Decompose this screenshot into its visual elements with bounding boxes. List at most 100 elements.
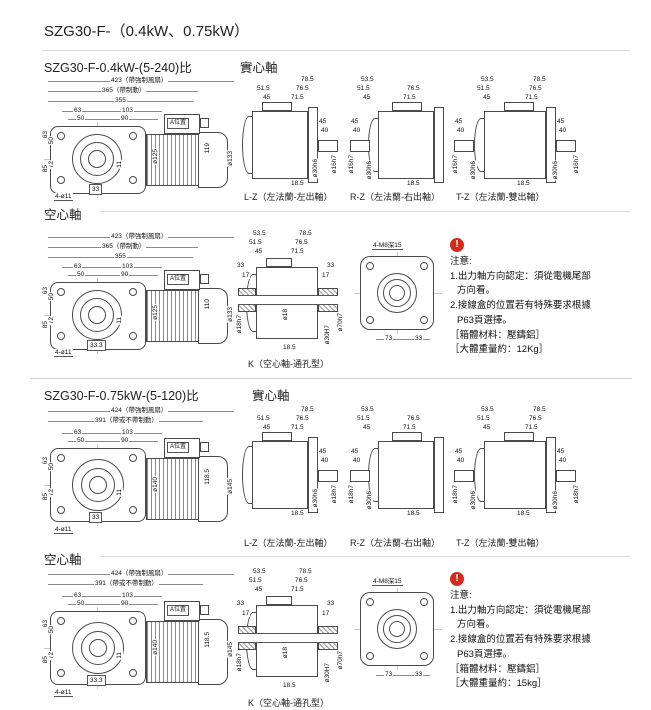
bolt-hole	[129, 288, 137, 296]
note-weight: ［大體重量約：15kg］	[450, 678, 547, 690]
dim-shaft-45-left: 45	[454, 118, 464, 126]
flange-plate	[434, 437, 444, 513]
dim-11: 11	[116, 651, 124, 660]
bolt-hole	[57, 176, 65, 184]
dim-mount-holes: 4-ø11	[54, 689, 73, 698]
output-shaft	[318, 470, 338, 482]
dim-v85: 85	[42, 320, 50, 330]
caption-tz-075: T-Z（左法蘭-雙出軸）	[456, 538, 545, 548]
dim-hub-33-left: 33	[236, 262, 246, 270]
dim-v50: 50	[48, 462, 56, 472]
cable-gland	[200, 118, 209, 128]
dim-18-5: 18.5	[516, 510, 531, 518]
rz-view-04: 53.5 51.5 45 76.5 71.5 45 40 ø16h7 ø30h6…	[348, 76, 448, 191]
dim-45: 45	[362, 94, 372, 102]
warning-icon: !	[450, 572, 464, 586]
tz-view-075: 53.5 51.5 45 78.5 76.5 71.5 45 40 45 40 …	[452, 406, 581, 521]
note-line1: 1.出力軸方向認定：須從電機尾部	[450, 270, 591, 282]
dim-78-5: 78.5	[298, 230, 313, 238]
dim-line	[62, 111, 162, 112]
dim-pilot-right: ø30h6	[552, 160, 560, 181]
dim-keyway: 33	[89, 184, 103, 196]
output-shaft-left	[454, 140, 474, 152]
bore-circle	[389, 285, 405, 301]
dim-overall-with-fan: 423（帶強制風扇）	[110, 77, 169, 85]
dim-keyway: 33.3	[87, 340, 106, 352]
output-shaft	[350, 140, 370, 152]
dim-53-5: 53.5	[360, 76, 375, 84]
terminal-box-top	[392, 102, 422, 111]
shaft-bore-circle	[88, 150, 106, 168]
section3-shaft-type: 實心軸	[252, 389, 290, 403]
dim-shaft-45: 45	[318, 448, 328, 456]
body	[484, 441, 546, 509]
dim-pilot-right: ø30h6	[552, 490, 560, 511]
bolt-hole	[129, 669, 137, 677]
note-block-04: ! 注意: 1.出力軸方向認定：須從電機尾部 方向看。 2.接線盒的位置若有特殊…	[450, 238, 635, 358]
bolt-hole	[129, 176, 137, 184]
note-line4: P63頁選擇。	[457, 314, 512, 326]
cable-gland	[200, 605, 209, 615]
dim-18-5: 18.5	[290, 510, 305, 518]
caption-rz-04: R-Z（左法蘭-右出軸）	[350, 192, 440, 202]
dim-hub-17-right: 17	[321, 610, 331, 618]
shaft-bore-circle	[89, 476, 107, 494]
dim-71-5: 71.5	[290, 586, 305, 594]
dim-line	[68, 604, 158, 605]
section2-label: 空心軸	[44, 208, 82, 222]
dim-shaft-diameter-right: ø18h7	[573, 484, 581, 505]
note-block-075: ! 注意: 1.出力軸方向認定：須從電機尾部 方向看。 2.接線盒的位置若有特殊…	[450, 572, 635, 692]
note-line4: P63頁選擇。	[457, 648, 512, 660]
dim-pilot-diameter: ø30h6	[312, 488, 320, 509]
dim-shaft-diameter-left: ø18h7	[452, 484, 460, 505]
fan-cover	[198, 456, 228, 522]
bolt-hole	[420, 652, 428, 660]
dim-45: 45	[262, 94, 272, 102]
dim-motor-diameter: ø125	[152, 304, 160, 321]
dim-shaft-40-right: 40	[558, 127, 568, 135]
dim-76-5: 76.5	[528, 415, 543, 423]
dim-50: 50	[76, 115, 86, 123]
terminal-box-label: A位置	[167, 274, 190, 285]
dim-mount-holes: 4-ø11	[54, 349, 73, 358]
dim-overall-with-fan: 424（帶強制風扇）	[110, 407, 169, 415]
bolt-hole	[57, 506, 65, 514]
dim-11: 11	[116, 316, 124, 325]
dim-hub-33-right: 33	[326, 262, 336, 270]
dim-shaft-diameter: ø16h7	[348, 154, 356, 175]
terminal-box-top	[504, 102, 534, 111]
dim-shaft-40-right: 40	[558, 457, 568, 465]
cable-gland	[200, 442, 209, 452]
bolt-hole	[57, 454, 65, 462]
flange-plate	[434, 107, 444, 183]
note-line2: 方向看。	[457, 285, 496, 297]
bolt-hole	[57, 617, 65, 625]
dim-76-5: 76.5	[295, 415, 310, 423]
output-shaft	[318, 140, 338, 152]
dim-18-5: 18.5	[516, 180, 531, 188]
dim-51-5: 51.5	[256, 415, 271, 423]
dim-overall-with-fan: 424（帶強制風扇）	[110, 570, 169, 578]
motor-fins	[146, 621, 200, 683]
dim-line	[376, 339, 430, 340]
terminal-box-top	[392, 432, 422, 441]
dim-hub-17-left: 17	[241, 272, 251, 280]
dim-shaft-45-right: 45	[556, 448, 566, 456]
dim-51-5: 51.5	[248, 239, 263, 247]
dim-bore-fit: ø30H7	[324, 324, 332, 346]
terminal-box-label: A位置	[167, 118, 190, 129]
dim-103: 103	[121, 592, 134, 600]
body	[484, 111, 546, 179]
dim-mount-holes: 4-ø11	[54, 526, 73, 535]
dim-18-5: 18.5	[282, 344, 297, 352]
hollow-bore-circle	[89, 639, 107, 657]
dim-v50: 50	[48, 292, 56, 302]
dim-76-5: 76.5	[294, 577, 309, 585]
through-bore	[238, 295, 338, 305]
fan-cover	[198, 619, 228, 685]
caption-k-075: K（空心軸-通孔型）	[248, 698, 330, 708]
dim-63: 63	[73, 429, 83, 437]
dim-motor-diameter: ø140	[152, 639, 160, 656]
dim-71-5: 71.5	[402, 424, 417, 432]
dim-motor-diameter: ø125	[152, 148, 160, 165]
